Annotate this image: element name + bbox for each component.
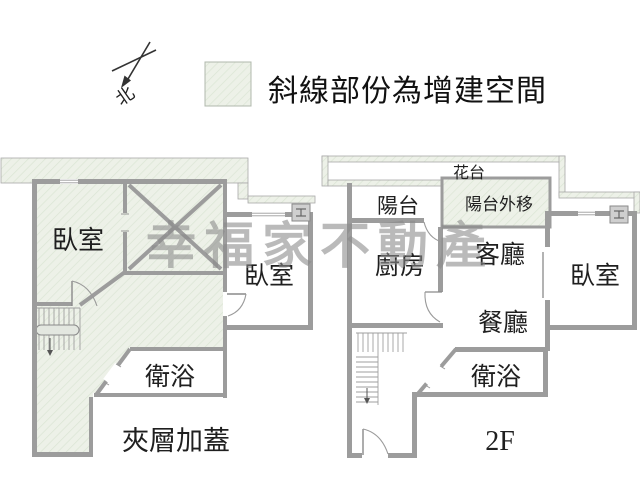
bedroom1-door-arc xyxy=(71,280,98,307)
right-plan: 花台 陽台 陽台外移 廚房 客廳 餐廳 臥室 衛浴 2F xyxy=(321,155,640,458)
left-bedroom2-label: 臥室 xyxy=(244,262,294,290)
left-plan-windows xyxy=(60,179,285,232)
entry-door-arc xyxy=(362,428,389,455)
left-bathroom-door-gap xyxy=(103,362,121,384)
dining-room-label: 餐廳 xyxy=(478,309,528,337)
left-plan: 臥室 臥室 衛浴 夾層加蓋 xyxy=(0,157,316,457)
compass-north-arrow: 北 xyxy=(111,41,157,110)
right-bathroom-door-gap xyxy=(424,364,445,387)
flower-bed-strips xyxy=(321,155,640,214)
right-bedroom-label: 臥室 xyxy=(570,262,620,290)
kitchen-label: 廚房 xyxy=(375,252,425,280)
balcony-label: 陽台 xyxy=(377,194,419,218)
left-plan-doors xyxy=(71,280,247,317)
right-plan-doors xyxy=(362,221,544,455)
left-stairs-arrowhead xyxy=(47,350,53,356)
compass-north-label: 北 xyxy=(112,83,138,110)
right-plan-windows xyxy=(578,211,595,216)
door-tick xyxy=(103,381,110,386)
door-tick xyxy=(439,365,446,370)
hall-diagonal-wall xyxy=(78,270,127,307)
door-tick xyxy=(424,384,431,389)
living-room-label: 客廳 xyxy=(475,241,525,269)
ac-unit-icon xyxy=(609,205,629,224)
left-bathroom-floor xyxy=(96,347,227,397)
left-stairs-handrail xyxy=(35,324,80,336)
left-bedroom1-label: 臥室 xyxy=(52,226,104,255)
right-stairs-arrowhead xyxy=(364,398,370,404)
right-bathroom-label: 衛浴 xyxy=(471,363,521,391)
right-plan-floor-label: 2F xyxy=(485,426,515,457)
left-bathroom-label: 衛浴 xyxy=(145,363,195,391)
balcony-door-arc xyxy=(423,221,443,243)
legend-added-space-swatch xyxy=(204,61,252,107)
right-stairs xyxy=(356,332,407,405)
flower-bed-label: 花台 xyxy=(453,164,485,182)
door-tick xyxy=(115,363,122,368)
agency-watermark: 幸福家不動產 xyxy=(146,218,494,274)
bedroom2-door-arc xyxy=(227,293,247,317)
left-plan-floor-label: 夾層加蓋 xyxy=(122,426,230,456)
balcony-extension-label: 陽台外移 xyxy=(465,195,533,214)
ac-unit-icon xyxy=(291,203,311,222)
balcony-extension-box xyxy=(440,176,552,229)
kitchen-door-arc xyxy=(424,291,441,323)
legend-text: 斜線部份為增建空間 xyxy=(268,75,547,108)
left-awning-strip xyxy=(0,157,249,184)
right-plan-walls xyxy=(347,183,637,458)
left-awning-step xyxy=(237,182,249,200)
left-awning-thin-strip xyxy=(247,195,316,204)
x-room-diagonal-2 xyxy=(127,183,223,271)
